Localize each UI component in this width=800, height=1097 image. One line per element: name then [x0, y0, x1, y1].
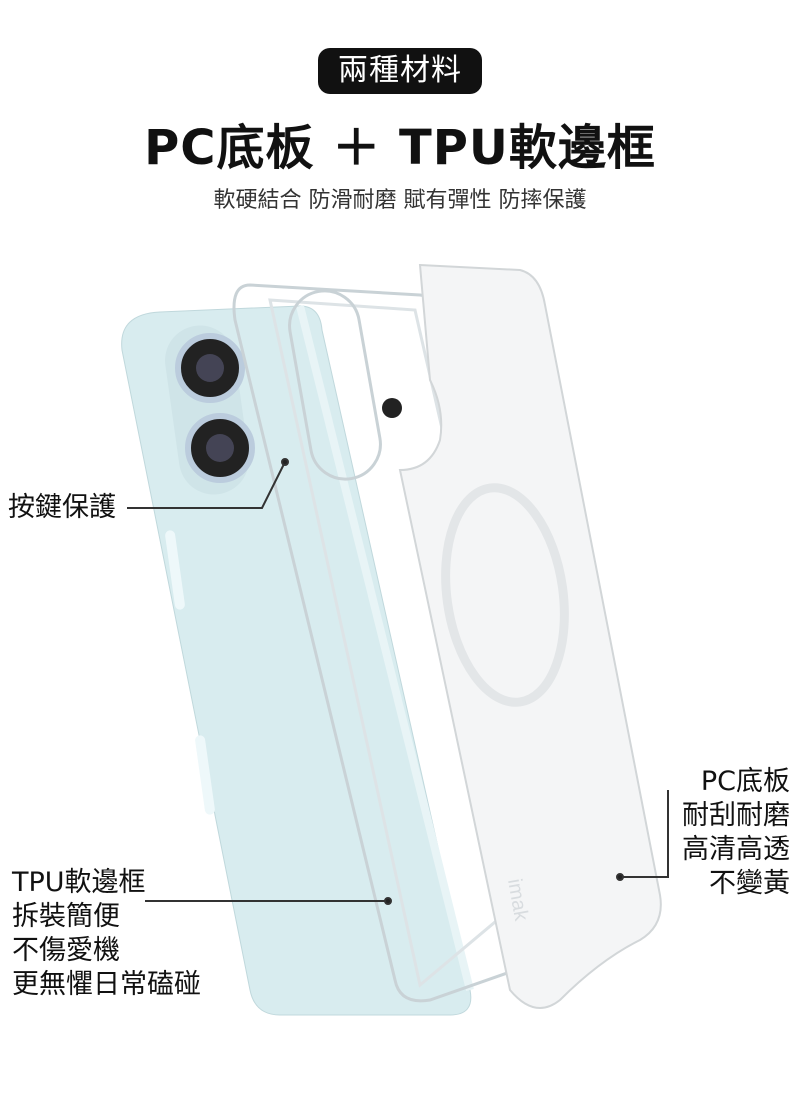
materials-badge: 兩種材料	[318, 48, 482, 94]
tpu-callout-line: TPU軟邊框	[12, 867, 146, 898]
page-subtitle: 軟硬結合 防滑耐磨 賦有彈性 防摔保護	[213, 188, 587, 213]
pc-callout-line: 不變黃	[709, 868, 790, 899]
phone-image	[121, 305, 474, 1016]
tpu-callout-line: 拆裝簡便	[12, 901, 120, 932]
pc-plate-image: imak	[398, 263, 662, 1009]
pc-callout-line: 耐刮耐磨	[682, 800, 790, 831]
pc-callout-line: 高清高透	[682, 834, 790, 865]
tpu-frame-callout: TPU軟邊框 拆裝簡便 不傷愛機 更無懼日常磕碰	[12, 866, 201, 1002]
tpu-callout-line: 不傷愛機	[12, 935, 120, 966]
tpu-callout-line: 更無懼日常磕碰	[12, 969, 201, 1000]
pc-callout-line: PC底板	[700, 766, 790, 797]
pc-plate-callout: PC底板 耐刮耐磨 高清高透 不變黃	[682, 765, 790, 901]
callout-lines	[127, 458, 669, 905]
page-title: PC底板 ＋ TPU軟邊框	[144, 120, 656, 176]
button-protection-label: 按鍵保護	[8, 492, 116, 523]
